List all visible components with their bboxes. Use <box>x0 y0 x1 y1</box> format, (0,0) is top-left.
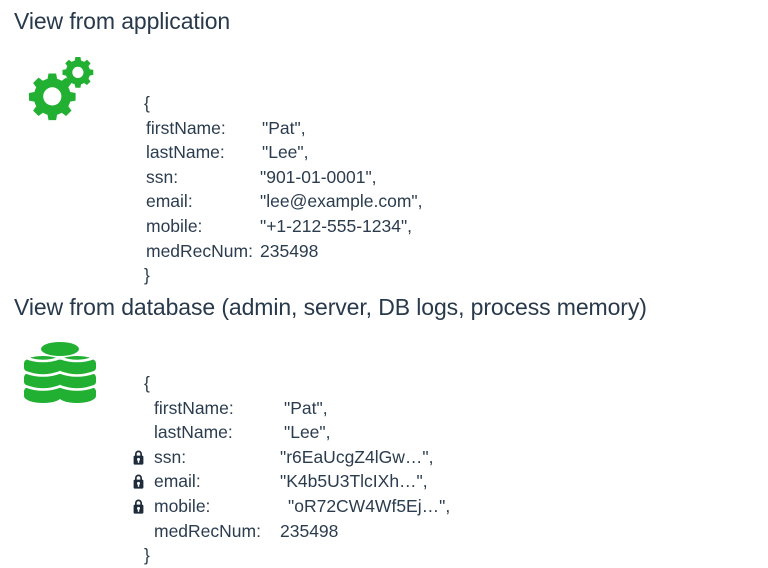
json-value: "901-01-0001", <box>260 166 377 187</box>
json-key: medRecNum: <box>154 520 261 541</box>
json-row: firstName: "Pat", <box>132 396 768 421</box>
json-key: lastName: <box>154 422 233 443</box>
json-row-encrypted: ssn: "r6EaUcgZ4lGw…", <box>132 445 768 470</box>
json-row-encrypted: email: "K4b5U3TlcIXh…", <box>132 469 768 494</box>
json-value: "Lee", <box>284 422 331 443</box>
json-row: ssn: "901-01-0001", <box>132 165 768 190</box>
json-value: "Pat", <box>262 117 306 138</box>
lock-icon <box>133 499 144 514</box>
json-value: "Lee", <box>262 142 309 163</box>
json-row-encrypted: mobile: "oR72CW4Wf5Ej…", <box>132 494 768 519</box>
json-value: 235498 <box>260 240 319 261</box>
lock-slot <box>132 214 146 239</box>
json-key: email: <box>154 471 201 492</box>
lock-slot <box>132 165 146 190</box>
json-row: firstName: "Pat", <box>132 116 768 141</box>
json-value: 235498 <box>280 520 339 541</box>
section-heading-database: View from database (admin, server, DB lo… <box>14 294 647 320</box>
lock-slot <box>132 396 154 421</box>
json-row: mobile: "+1-212-555-1234", <box>132 214 768 239</box>
json-open-brace: { <box>144 93 150 113</box>
lock-slot <box>132 519 154 544</box>
lock-slot <box>132 239 146 264</box>
json-row: medRecNum: 235498 <box>132 239 768 264</box>
json-block-application: { firstName: "Pat", lastName: "Lee", ssn: "… <box>14 35 768 288</box>
section-application: View from application { firstName: "Pat",… <box>0 8 768 288</box>
json-row: lastName: "Lee", <box>132 420 768 445</box>
json-block-database: { firstName: "Pat", lastName: "Lee", ssn: "… <box>14 321 768 568</box>
json-key: medRecNum: <box>146 240 253 261</box>
section-body-application: { firstName: "Pat", lastName: "Lee", ssn: "… <box>0 35 768 288</box>
section-heading-application: View from application <box>14 8 231 34</box>
json-row: lastName: "Lee", <box>132 140 768 165</box>
json-open-brace: { <box>144 373 150 393</box>
lock-icon <box>133 450 144 465</box>
json-value: "oR72CW4Wf5Ej…", <box>288 495 451 516</box>
gears-icon <box>29 57 94 121</box>
lock-slot <box>132 140 146 165</box>
json-row: email: "lee@example.com", <box>132 189 768 214</box>
section-body-database: { firstName: "Pat", lastName: "Lee", ssn: "… <box>0 321 768 568</box>
json-key: lastName: <box>146 142 225 163</box>
database-icon <box>24 342 96 403</box>
application-icon-slot <box>12 53 108 127</box>
lock-slot <box>132 420 154 445</box>
json-value: "r6EaUcgZ4lGw…", <box>280 446 434 467</box>
json-close-brace: } <box>144 265 150 286</box>
json-key: ssn: <box>154 446 187 467</box>
lock-slot <box>132 469 154 494</box>
json-key: mobile: <box>154 495 211 516</box>
json-key: email: <box>146 191 193 212</box>
lock-icon <box>133 474 144 489</box>
json-row: medRecNum: 235498 <box>132 519 768 544</box>
lock-slot <box>132 189 146 214</box>
lock-slot <box>132 116 146 141</box>
json-key: ssn: <box>146 166 179 187</box>
lock-slot <box>132 445 154 470</box>
lock-slot <box>132 494 154 519</box>
section-database: View from database (admin, server, DB lo… <box>0 286 768 568</box>
database-icon-slot <box>12 339 108 413</box>
json-key: firstName: <box>146 117 226 138</box>
json-key: firstName: <box>154 397 234 418</box>
json-value: "K4b5U3TlcIXh…", <box>280 471 428 492</box>
json-value: "Pat", <box>284 397 328 418</box>
json-close-brace: } <box>144 545 150 566</box>
json-value: "+1-212-555-1234", <box>260 215 413 236</box>
json-value: "lee@example.com", <box>260 191 423 212</box>
json-key: mobile: <box>146 215 203 236</box>
